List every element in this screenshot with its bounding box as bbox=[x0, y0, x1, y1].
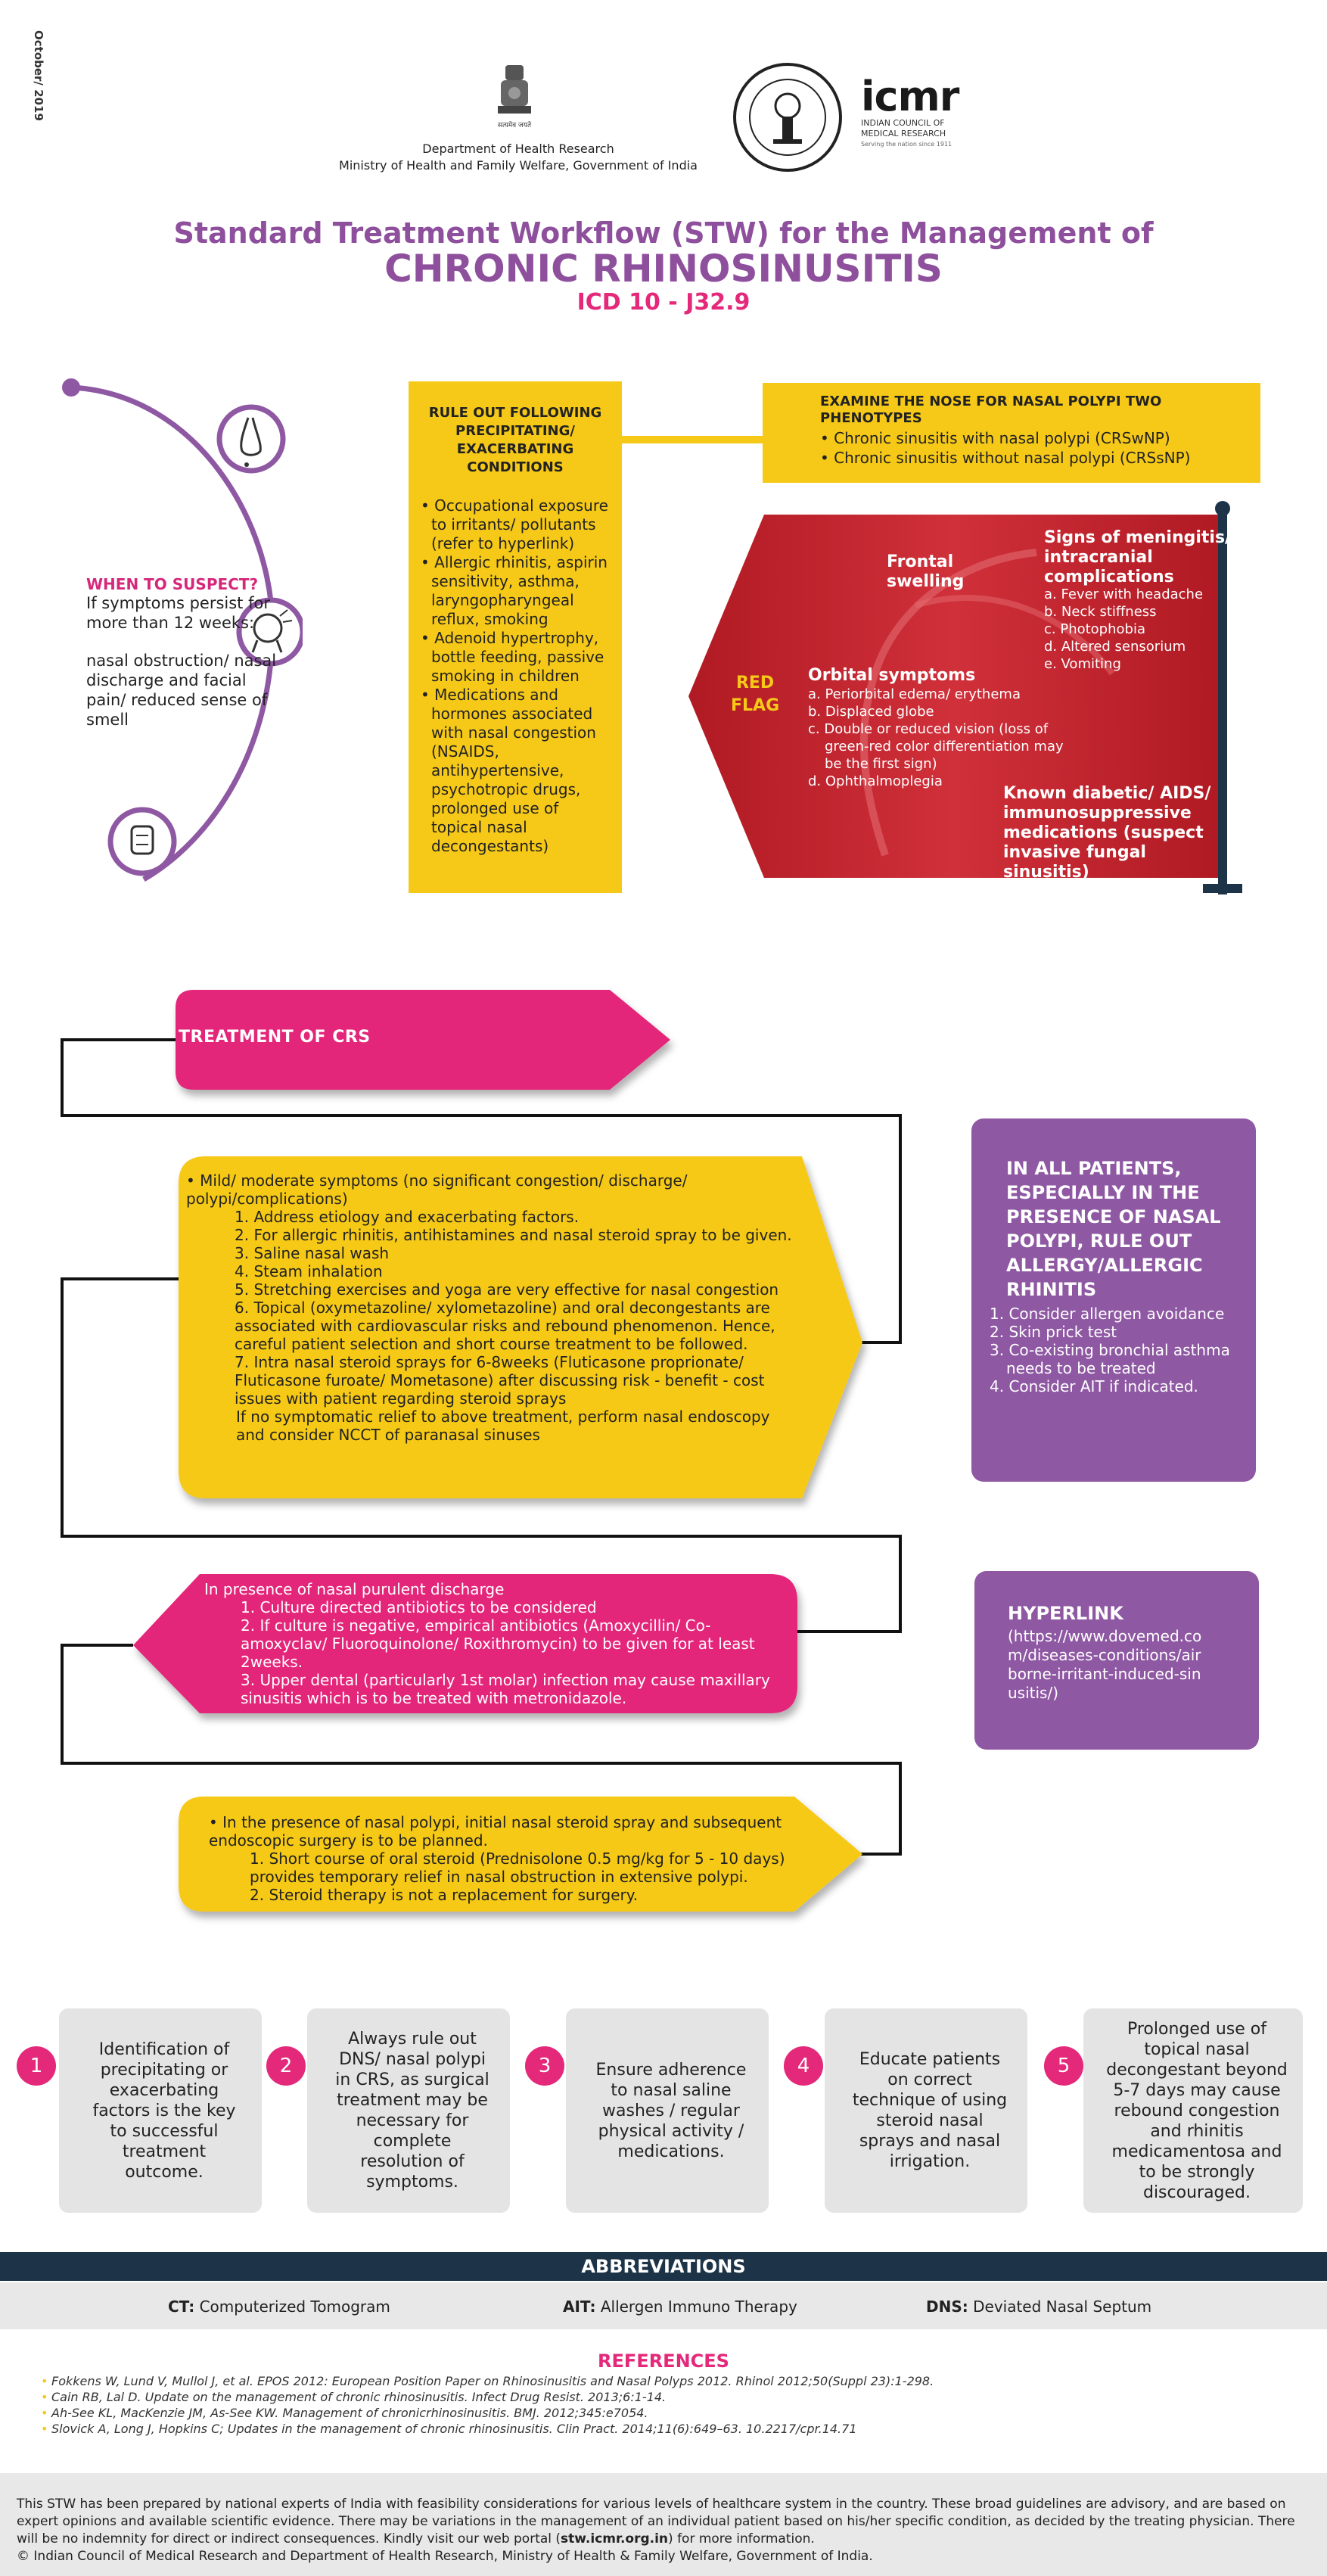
icmr-seal-icon bbox=[733, 63, 842, 172]
list-item: e. Vomiting bbox=[1044, 656, 1121, 672]
known-diabetic-text: Known diabetic/ AIDS/ immunosuppressive … bbox=[1003, 784, 1211, 882]
list-item: 4. Consider AIT if indicated. bbox=[990, 1377, 1198, 1395]
list-item: d. Ophthalmoplegia bbox=[808, 773, 943, 789]
list-item: 4. Steam inhalation bbox=[235, 1262, 383, 1280]
tip-card-1: Identification of precipitating or exace… bbox=[59, 2008, 262, 2213]
tip-card-5: Prolonged use of topical nasal decongest… bbox=[1083, 2008, 1303, 2213]
national-emblem-icon: सत्यमेव जयते bbox=[498, 65, 532, 129]
list-item: 1. Address etiology and exacerbating fac… bbox=[235, 1208, 580, 1226]
list-item: • Occupational exposure to irritants/ po… bbox=[421, 496, 608, 552]
footer-disclaimer: This STW has been prepared by national e… bbox=[0, 2473, 1327, 2576]
list-item: • Medications and hormones associated wi… bbox=[421, 686, 596, 855]
list-item: 2. For allergic rhinitis, antihistamines… bbox=[235, 1226, 792, 1244]
hyperlink-url[interactable]: (https://www.dovemed.com/diseases-condit… bbox=[1008, 1627, 1202, 1702]
list-item: b. Displaced globe bbox=[808, 704, 934, 720]
red-flag-graphic bbox=[688, 501, 1242, 894]
rule-out-list: • Occupational exposure to irritants/ po… bbox=[421, 496, 610, 856]
mild-symptoms-box bbox=[179, 1156, 862, 1498]
meningitis-title: Signs of meningitis/ intracranial compli… bbox=[1044, 528, 1232, 586]
abbreviations-title: ABBREVIATIONS bbox=[0, 2252, 1327, 2281]
list-item: 2. Skin prick test bbox=[990, 1323, 1117, 1341]
references-list: Fokkens W, Lund V, Mullol J, et al. EPOS… bbox=[41, 2373, 1176, 2437]
red-flag-label: RED FLAG bbox=[731, 674, 780, 715]
icmr-logo: icmr INDIAN COUNCIL OF MEDICAL RESEARCH … bbox=[861, 73, 959, 148]
tip-number-2: 2 bbox=[266, 2046, 306, 2086]
reference-item: Ah-See KL, MacKenzie JM, As-See KW. Mana… bbox=[41, 2405, 1176, 2421]
tip-number-1: 1 bbox=[17, 2046, 56, 2086]
list-item: a. Periorbital edema/ erythema bbox=[808, 686, 1021, 702]
list-item: 3. Saline nasal wash bbox=[235, 1244, 390, 1262]
abbreviation-item: AIT: Allergen Immuno Therapy bbox=[563, 2298, 797, 2316]
list-item: 1. Short course of oral steroid (Prednis… bbox=[250, 1850, 785, 1886]
page-title: CHRONIC RHINOSINUSITIS bbox=[384, 247, 943, 291]
list-item: 2. Steroid therapy is not a replacement … bbox=[250, 1886, 639, 1904]
list-item: c. Double or reduced vision (loss of gre… bbox=[808, 721, 1064, 772]
examine-nose-box: EXAMINE THE NOSE FOR NASAL POLYPI TWO PH… bbox=[763, 383, 1260, 483]
hyperlink-box: HYPERLINK (https://www.dovemed.com/disea… bbox=[974, 1571, 1259, 1750]
list-item: • Chronic sinusitis with nasal polypi (C… bbox=[820, 429, 1170, 447]
list-item: 7. Intra nasal steroid sprays for 6-8wee… bbox=[235, 1353, 765, 1408]
tip-card-4: Educate patients on correct technique of… bbox=[825, 2008, 1027, 2213]
list-item: • Chronic sinusitis without nasal polypi… bbox=[820, 449, 1191, 467]
list-item: 3. Co-existing bronchial asthma needs to… bbox=[990, 1341, 1230, 1377]
connector-bar bbox=[622, 436, 764, 443]
reference-item: Cain RB, Lal D. Update on the management… bbox=[41, 2389, 1176, 2405]
treatment-flow bbox=[61, 990, 902, 1912]
ministry-text: Department of Health Research Ministry o… bbox=[339, 142, 698, 173]
treatment-banner bbox=[176, 990, 670, 1090]
title-line-1: Standard Treatment Workflow (STW) for th… bbox=[173, 216, 1154, 250]
list-item: c. Photophobia bbox=[1044, 621, 1145, 637]
list-item: 6. Topical (oxymetazoline/ xylometazolin… bbox=[235, 1299, 775, 1353]
purulent-discharge-box bbox=[133, 1574, 797, 1713]
date-stamp: October/ 2019 bbox=[32, 30, 45, 121]
sinus-icon bbox=[107, 807, 177, 876]
abbreviations-row: CT: Computerized Tomogram AIT: Allergen … bbox=[0, 2282, 1327, 2329]
nasal-polyp-box bbox=[179, 1797, 862, 1912]
list-item: b. Neck stiffness bbox=[1044, 604, 1157, 620]
frontal-swelling: Frontal swelling bbox=[887, 552, 965, 591]
headache-icon bbox=[236, 597, 303, 667]
svg-text:सत्यमेव जयते: सत्यमेव जयते bbox=[498, 120, 532, 129]
when-to-suspect-text: If symptoms persist for more than 12 wee… bbox=[86, 594, 277, 729]
allergy-box: IN ALL PATIENTS, ESPECIALLY IN THE PRESE… bbox=[971, 1118, 1256, 1482]
icd-code: ICD 10 - J32.9 bbox=[576, 289, 751, 316]
abbreviation-item: CT: Computerized Tomogram bbox=[168, 2298, 390, 2316]
tip-number-5: 5 bbox=[1044, 2046, 1083, 2086]
list-item: 3. Upper dental (particularly 1st molar)… bbox=[241, 1671, 770, 1707]
list-item: 2. If culture is negative, empirical ant… bbox=[241, 1616, 755, 1671]
list-item: 5. Stretching exercises and yoga are ver… bbox=[235, 1280, 779, 1299]
when-to-suspect-title: WHEN TO SUSPECT? bbox=[86, 575, 259, 593]
reference-item: Slovick A, Long J, Hopkins C; Updates in… bbox=[41, 2421, 1176, 2437]
symptom-arc bbox=[62, 378, 303, 882]
rule-out-box: RULE OUT FOLLOWING PRECIPITATING/ EXACER… bbox=[409, 381, 622, 893]
list-item: • Allergic rhinitis, aspirin sensitivity… bbox=[421, 553, 608, 628]
list-item: • Adenoid hypertrophy, bottle feeding, p… bbox=[421, 629, 604, 685]
list-item: 1. Consider allergen avoidance bbox=[990, 1305, 1225, 1323]
references-title: REFERENCES bbox=[598, 2350, 729, 2372]
list-item: a. Fever with headache bbox=[1044, 586, 1204, 602]
orbital-title: Orbital symptoms bbox=[808, 666, 976, 685]
treatment-label: TREATMENT OF CRS bbox=[179, 1028, 371, 1047]
tip-number-4: 4 bbox=[784, 2046, 823, 2086]
tip-number-3: 3 bbox=[525, 2046, 564, 2086]
tip-card-3: Ensure adherence to nasal saline washes … bbox=[566, 2008, 769, 2213]
nasal-polyp-text: • In the presence of nasal polypi, initi… bbox=[209, 1813, 799, 1904]
purulent-discharge-text: In presence of nasal purulent discharge … bbox=[204, 1580, 794, 1707]
portal-link[interactable]: stw.icmr.org.in bbox=[561, 2531, 669, 2546]
list-item: d. Altered sensorium bbox=[1044, 639, 1186, 655]
orbital-list: a. Periorbital edema/ erythema b. Displa… bbox=[808, 686, 1080, 790]
meningitis-list: a. Fever with headache b. Neck stiffness… bbox=[1044, 586, 1241, 673]
nose-icon bbox=[216, 404, 286, 474]
list-item: 1. Culture directed antibiotics to be co… bbox=[241, 1598, 597, 1616]
tip-card-2: Always rule out DNS/ nasal polypi in CRS… bbox=[307, 2008, 510, 2213]
reference-item: Fokkens W, Lund V, Mullol J, et al. EPOS… bbox=[41, 2373, 1176, 2389]
abbreviation-item: DNS: Deviated Nasal Septum bbox=[926, 2298, 1152, 2316]
mild-symptoms-text: • Mild/ moderate symptoms (no significan… bbox=[186, 1171, 797, 1444]
copyright: © Indian Council of Medical Research and… bbox=[17, 2549, 873, 2564]
